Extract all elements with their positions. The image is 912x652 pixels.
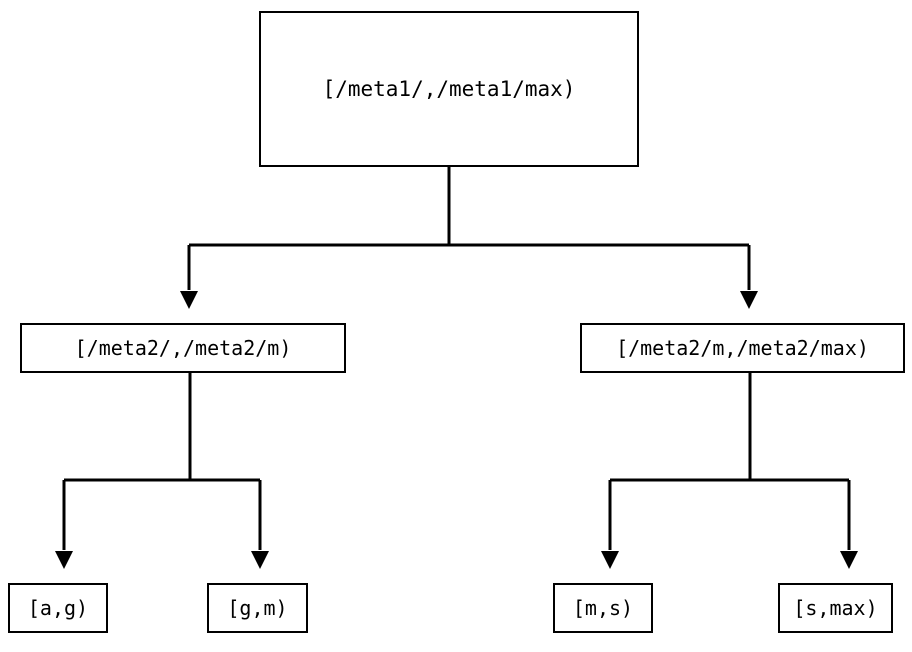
node-mid-left[interactable]: [/meta2/,/meta2/m)	[20, 323, 346, 373]
arrowhead-leaf-ag	[55, 551, 73, 569]
arrowhead-leaf-gm	[251, 551, 269, 569]
arrowhead-mid-left	[180, 291, 198, 309]
node-mid-right[interactable]: [/meta2/m,/meta2/max)	[580, 323, 905, 373]
arrowhead-leaf-smax	[840, 551, 858, 569]
node-root[interactable]: [/meta1/,/meta1/max)	[259, 11, 639, 167]
arrowhead-mid-right	[740, 291, 758, 309]
node-leaf-smax[interactable]: [s,max)	[778, 583, 893, 633]
node-leaf-ms[interactable]: [m,s)	[553, 583, 653, 633]
arrowhead-leaf-ms	[601, 551, 619, 569]
node-leaf-gm[interactable]: [g,m)	[207, 583, 308, 633]
node-leaf-ag[interactable]: [a,g)	[8, 583, 108, 633]
